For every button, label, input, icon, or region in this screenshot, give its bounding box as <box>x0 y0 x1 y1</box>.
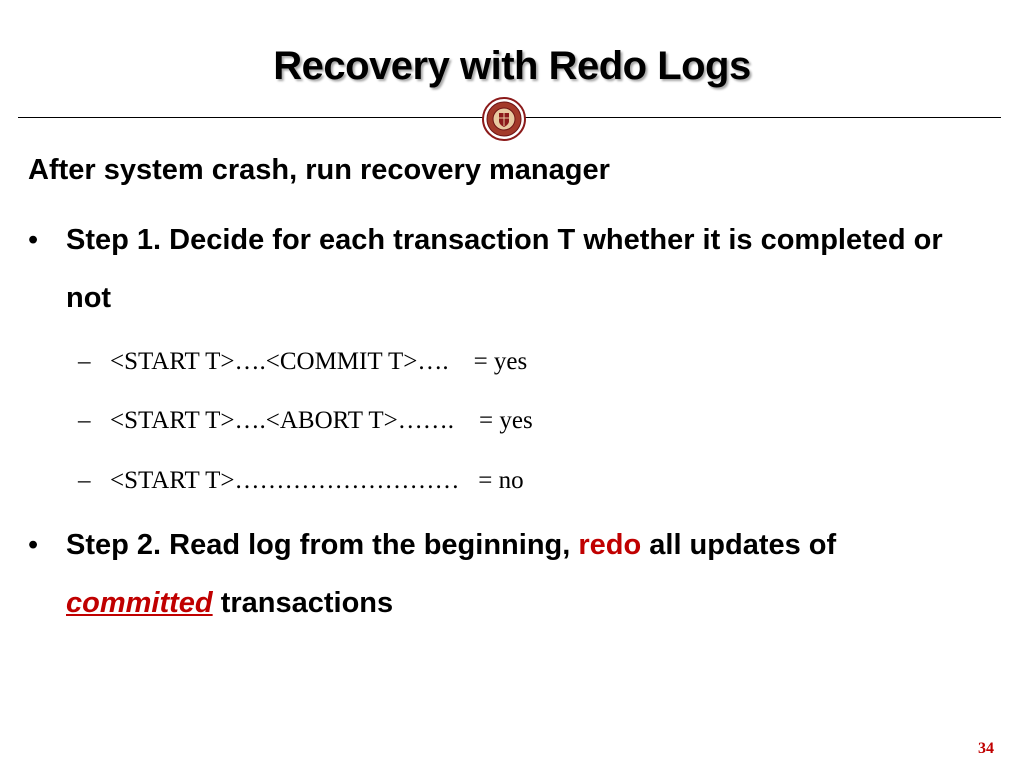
sub-item-text: <START T>……………………… = no <box>110 467 524 494</box>
bullet-marker: • <box>28 529 39 561</box>
bullet-marker: • <box>28 224 39 256</box>
bullet-step-2-post: transactions <box>212 587 394 619</box>
page-number: 34 <box>978 740 994 757</box>
bullet-step-1-text: Step 1. Decide for each transaction T wh… <box>66 224 943 314</box>
bullet-step-2-pre: Step 2. Read log from the beginning, <box>66 529 579 561</box>
slide-title: Recovery with Redo Logs <box>273 44 751 88</box>
committed-emphasis: committed <box>66 587 213 619</box>
bullet-step-2-text: Step 2. Read log from the beginning, red… <box>66 516 988 632</box>
sub-item-abort: –<START T>….<ABORT T>……. = yes <box>78 401 533 441</box>
sub-item-commit: –<START T>….<COMMIT T>…. = yes <box>78 342 527 382</box>
sub-item-text: <START T>….<COMMIT T>…. = yes <box>110 348 528 375</box>
bullet-step-1: • Step 1. Decide for each transaction T … <box>28 211 988 327</box>
redo-highlight: redo <box>578 529 642 561</box>
dash-marker: – <box>78 467 91 494</box>
bullet-step-2-mid: all updates of <box>641 529 837 561</box>
sub-item-text: <START T>….<ABORT T>……. = yes <box>110 407 533 434</box>
university-seal-icon <box>482 97 526 141</box>
dash-marker: – <box>78 407 91 434</box>
sub-item-incomplete: –<START T>……………………… = no <box>78 461 524 501</box>
dash-marker: – <box>78 348 91 375</box>
section-heading: After system crash, run recovery manager <box>28 154 610 186</box>
bullet-step-2: • Step 2. Read log from the beginning, r… <box>28 516 988 632</box>
